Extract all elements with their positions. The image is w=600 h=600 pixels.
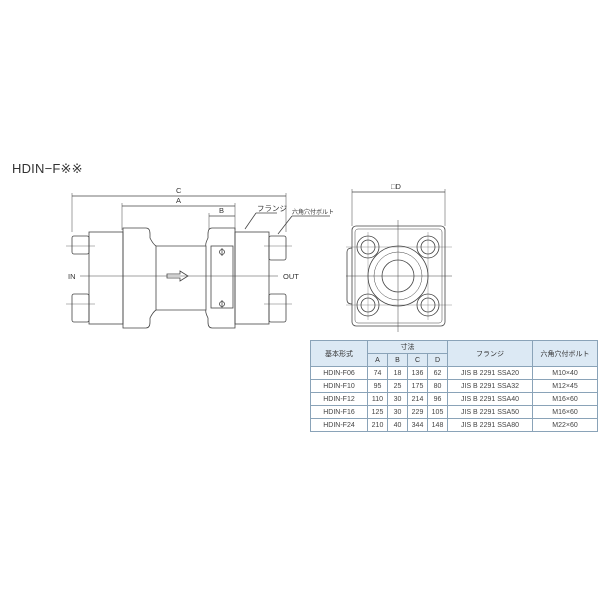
cell-b: 18 [387,366,408,380]
cell-bolt: M22×60 [532,418,598,432]
in-label: IN [68,272,76,281]
cell-bolt: M16×60 [532,405,598,419]
table-row: HDIN-F24 210 40 344 148 JIS B 2291 SSA80… [310,418,598,432]
header-flange: フランジ [447,340,533,367]
header-dimensions: 寸法 [367,340,448,354]
cell-d: 80 [427,379,448,393]
header-dim-c: C [407,353,428,367]
header-model: 基本形式 [310,340,368,367]
cell-model: HDIN-F24 [310,418,368,432]
cell-a: 125 [367,405,388,419]
header-bolt: 六角穴付ボルト [532,340,598,367]
table-row: HDIN-F10 95 25 175 80 JIS B 2291 SSA32 M… [310,379,598,393]
cell-bolt: M16×60 [532,392,598,406]
cell-d: 62 [427,366,448,380]
dimension-d-label: □D [391,182,402,191]
cell-flange: JIS B 2291 SSA20 [447,366,533,380]
dimension-a-label: A [176,196,181,205]
cell-model: HDIN-F16 [310,405,368,419]
cell-c: 175 [407,379,428,393]
table-row: HDIN-F12 110 30 214 96 JIS B 2291 SSA40 … [310,392,598,406]
cell-bolt: M10×40 [532,366,598,380]
end-view [346,189,452,332]
cell-flange: JIS B 2291 SSA40 [447,392,533,406]
dimension-b-label: B [219,206,224,215]
cell-d: 105 [427,405,448,419]
cell-a: 110 [367,392,388,406]
cell-d: 96 [427,392,448,406]
cell-a: 74 [367,366,388,380]
specification-table: 基本形式 寸法 フランジ 六角穴付ボルト A B C D HDIN-F06 74… [310,340,598,432]
cell-model: HDIN-F06 [310,366,368,380]
cell-a: 95 [367,379,388,393]
side-view [66,193,330,329]
cell-c: 214 [407,392,428,406]
table-row: HDIN-F16 125 30 229 105 JIS B 2291 SSA50… [310,405,598,419]
out-label: OUT [283,272,299,281]
cell-c: 229 [407,405,428,419]
header-dim-b: B [387,353,408,367]
cell-flange: JIS B 2291 SSA80 [447,418,533,432]
cell-flange: JIS B 2291 SSA32 [447,379,533,393]
model-series-title: HDIN−F※※ [12,161,83,176]
cell-model: HDIN-F10 [310,379,368,393]
bolt-label: 六角穴付ボルト [292,208,334,216]
cell-b: 40 [387,418,408,432]
cell-c: 136 [407,366,428,380]
cell-a: 210 [367,418,388,432]
cell-d: 148 [427,418,448,432]
cell-model: HDIN-F12 [310,392,368,406]
cell-flange: JIS B 2291 SSA50 [447,405,533,419]
cell-b: 30 [387,392,408,406]
dimension-c-label: C [176,186,182,195]
cell-b: 25 [387,379,408,393]
header-dim-a: A [367,353,388,367]
header-dim-d: D [427,353,448,367]
cell-c: 344 [407,418,428,432]
flange-label: フランジ [257,204,287,213]
cell-b: 30 [387,405,408,419]
table-row: HDIN-F06 74 18 136 62 JIS B 2291 SSA20 M… [310,366,598,380]
cell-bolt: M12×45 [532,379,598,393]
